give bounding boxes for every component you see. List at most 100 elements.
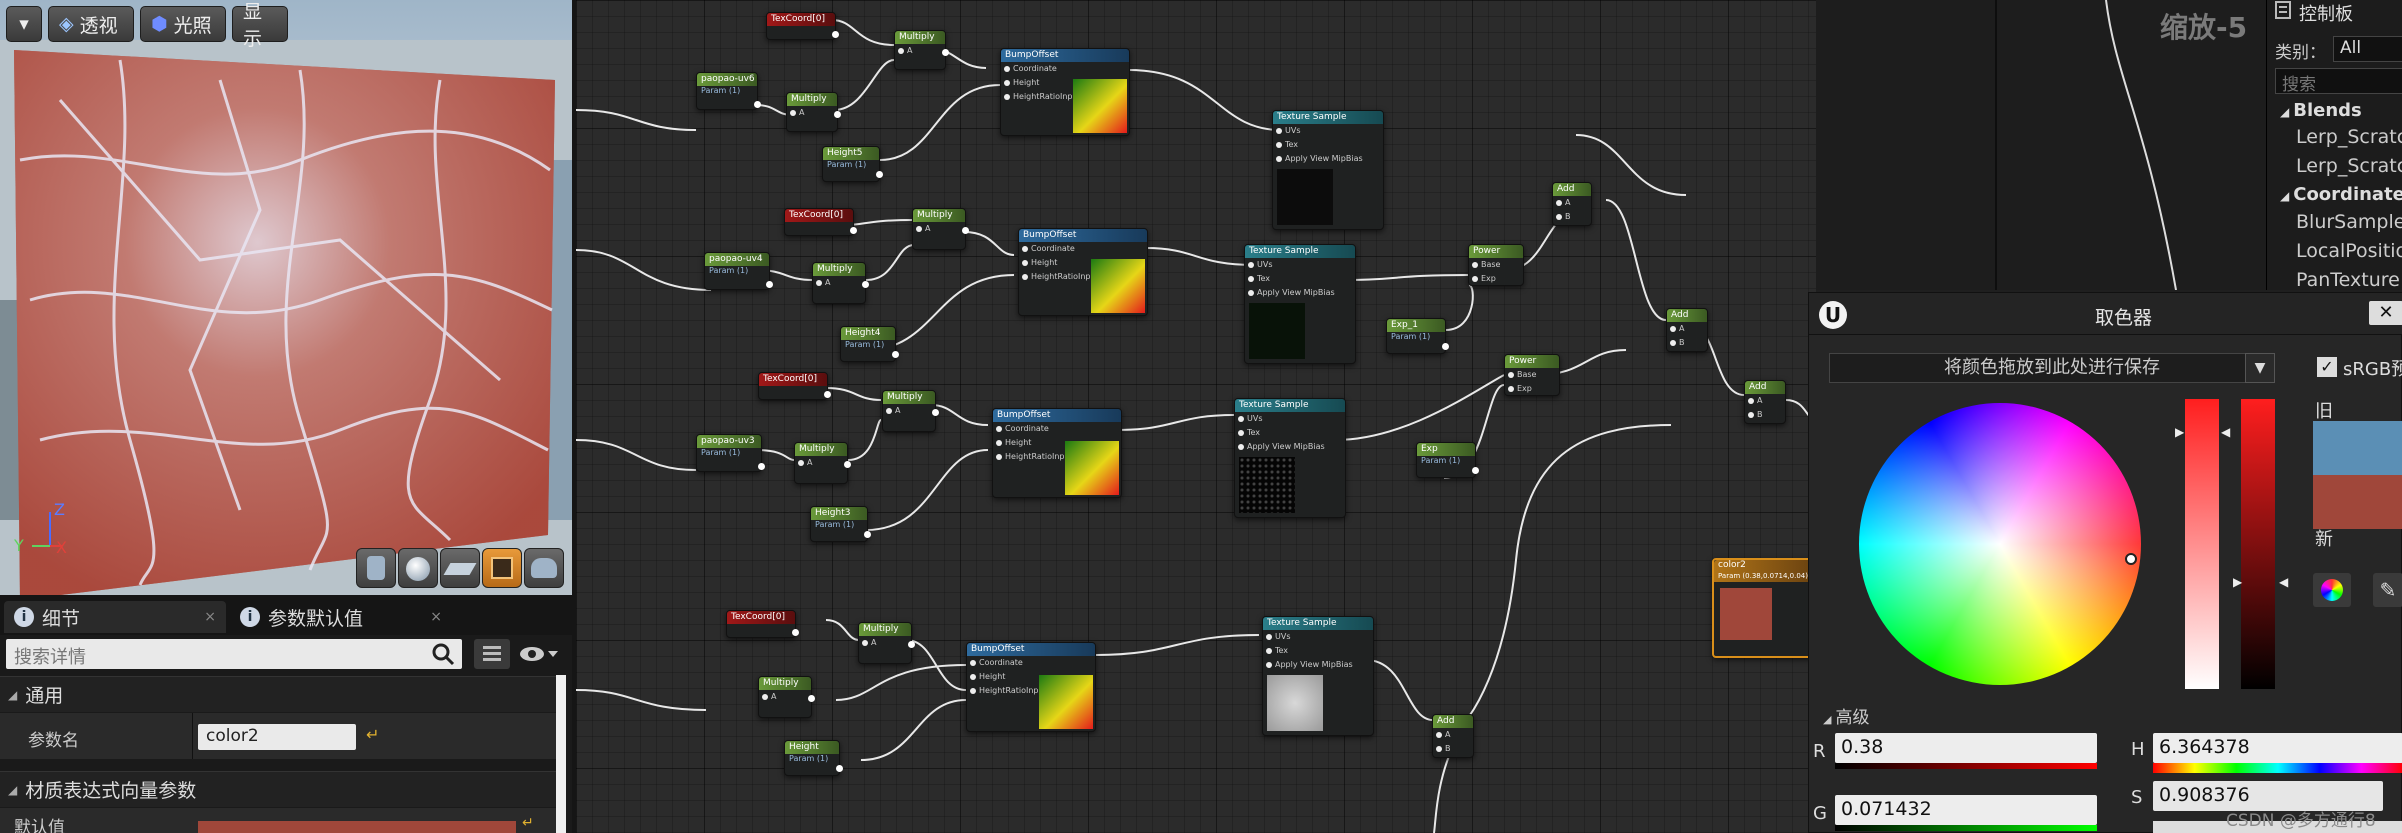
close-tab-icon[interactable]: × — [430, 609, 442, 625]
pin-a[interactable]: A — [859, 636, 911, 650]
output-pin[interactable] — [850, 227, 857, 234]
r-value-input[interactable]: 0.38 — [1835, 733, 2097, 763]
output-pin[interactable] — [864, 531, 871, 538]
pin-b[interactable]: B — [1433, 742, 1473, 756]
pin-mipbias[interactable]: Apply View MipBias — [1245, 286, 1355, 300]
reset-to-default-icon[interactable]: ↵ — [366, 725, 380, 744]
perspective-button[interactable]: ◈ 透视 — [48, 6, 134, 42]
pin-base[interactable]: Base — [1505, 368, 1559, 382]
output-pin[interactable] — [892, 351, 899, 358]
visibility-options-button[interactable] — [516, 639, 562, 669]
texcoord-node[interactable]: TexCoord[0] — [758, 372, 831, 400]
pin-exp[interactable]: Exp — [1505, 382, 1559, 396]
pin-height[interactable]: Height — [967, 670, 1095, 684]
srgb-checkbox[interactable]: ✓ — [2317, 357, 2337, 377]
palette-item[interactable]: Lerp_Scratch — [2296, 126, 2402, 148]
output-pin[interactable] — [962, 227, 969, 234]
s-value-input[interactable]: 0.908376 — [2153, 781, 2383, 811]
slider-handle-icon[interactable]: ▶ — [2175, 425, 2185, 439]
slider-handle-icon[interactable]: ◀ — [2279, 575, 2289, 589]
details-scrollbar[interactable] — [556, 675, 566, 833]
preview-custom-mesh-button[interactable] — [524, 548, 564, 588]
pin-coordinate[interactable]: Coordinate — [1001, 62, 1129, 76]
details-search-input[interactable]: 搜索详情 — [6, 639, 462, 669]
pin-a[interactable]: A — [787, 106, 837, 120]
output-pin[interactable] — [824, 391, 831, 398]
output-pin[interactable] — [932, 409, 939, 416]
value-slider[interactable] — [2241, 399, 2275, 689]
pin-b[interactable]: B — [1553, 210, 1591, 224]
slider-handle-icon[interactable]: ◀ — [2221, 425, 2231, 439]
pin-mipbias[interactable]: Apply View MipBias — [1263, 658, 1373, 672]
output-pin[interactable] — [942, 49, 949, 56]
color-picker-window[interactable]: U 取色器 ✕ 将颜色拖放到此处进行保存 ▼ ✓ sRGB预览 ▶ ◀ ▶ ◀ … — [1808, 292, 2402, 833]
pin-a[interactable]: A — [1745, 394, 1785, 408]
pin-a[interactable]: A — [1433, 728, 1473, 742]
pin-a[interactable]: A — [795, 456, 847, 470]
texcoord-node[interactable]: TexCoord[0] — [766, 12, 839, 40]
material-preview-viewport[interactable]: ▾ ◈ 透视 ⬢ 光照 显示 Z Y X — [0, 0, 572, 595]
palette-category-coordinates[interactable]: ◢Coordinates — [2280, 184, 2402, 205]
output-pin[interactable] — [876, 171, 883, 178]
color-save-drop-zone[interactable]: 将颜色拖放到此处进行保存 — [1829, 353, 2275, 383]
pin-uvs[interactable]: UVs — [1273, 124, 1383, 138]
palette-item[interactable]: PanTexture — [2296, 269, 2400, 291]
reset-to-default-icon[interactable]: ↵ — [522, 815, 534, 831]
property-matrix-button[interactable] — [474, 639, 510, 669]
pin-height[interactable]: Height — [1019, 256, 1147, 270]
pin-a[interactable]: A — [759, 690, 811, 704]
output-pin[interactable] — [908, 641, 915, 648]
output-pin[interactable] — [1442, 343, 1449, 350]
output-pin[interactable] — [792, 629, 799, 636]
category-dropdown[interactable]: All — [2333, 36, 2402, 62]
output-pin[interactable] — [862, 281, 869, 288]
pin-coordinate[interactable]: Coordinate — [1019, 242, 1147, 256]
saturation-slider[interactable] — [2185, 399, 2219, 689]
close-tab-icon[interactable]: × — [204, 609, 216, 625]
pin-a[interactable]: A — [913, 222, 965, 236]
output-pin[interactable] — [844, 461, 851, 468]
pin-exp[interactable]: Exp — [1469, 272, 1523, 286]
pin-height[interactable]: Height — [993, 436, 1121, 450]
tab-details[interactable]: i 细节 × — [4, 601, 226, 633]
pin-b[interactable]: B — [1745, 408, 1785, 422]
section-vector-param[interactable]: ◢ 材质表达式向量参数 — [0, 771, 556, 807]
pin-height-ratio[interactable]: HeightRatioInput — [1019, 270, 1147, 284]
chevron-down-icon[interactable]: ▼ — [2245, 353, 2275, 383]
preview-sphere-button[interactable] — [398, 548, 438, 588]
pin-a[interactable]: A — [813, 276, 865, 290]
pin-tex[interactable]: Tex — [1263, 644, 1373, 658]
palette-category-blends[interactable]: ◢Blends — [2280, 100, 2362, 121]
pin-tex[interactable]: Tex — [1235, 426, 1345, 440]
pin-a[interactable]: A — [1667, 322, 1707, 336]
palette-item[interactable]: Lerp_Scratch — [2296, 155, 2402, 177]
preview-plane-button[interactable] — [440, 548, 480, 588]
output-pin[interactable] — [766, 281, 773, 288]
pin-a[interactable]: A — [883, 404, 935, 418]
preview-cylinder-button[interactable] — [356, 548, 396, 588]
slider-handle-icon[interactable]: ▶ — [2233, 575, 2243, 589]
pin-a[interactable]: A — [895, 44, 945, 58]
g-value-input[interactable]: 0.071432 — [1835, 795, 2097, 825]
pin-mipbias[interactable]: Apply View MipBias — [1273, 152, 1383, 166]
pin-height-ratio[interactable]: HeightRatioInput — [967, 684, 1095, 698]
section-general[interactable]: ◢ 通用 — [0, 676, 556, 712]
pin-height-ratio[interactable]: HeightRatioInput — [1001, 90, 1129, 104]
palette-search-input[interactable]: 搜索 — [2275, 68, 2402, 95]
pin-uvs[interactable]: UVs — [1235, 412, 1345, 426]
